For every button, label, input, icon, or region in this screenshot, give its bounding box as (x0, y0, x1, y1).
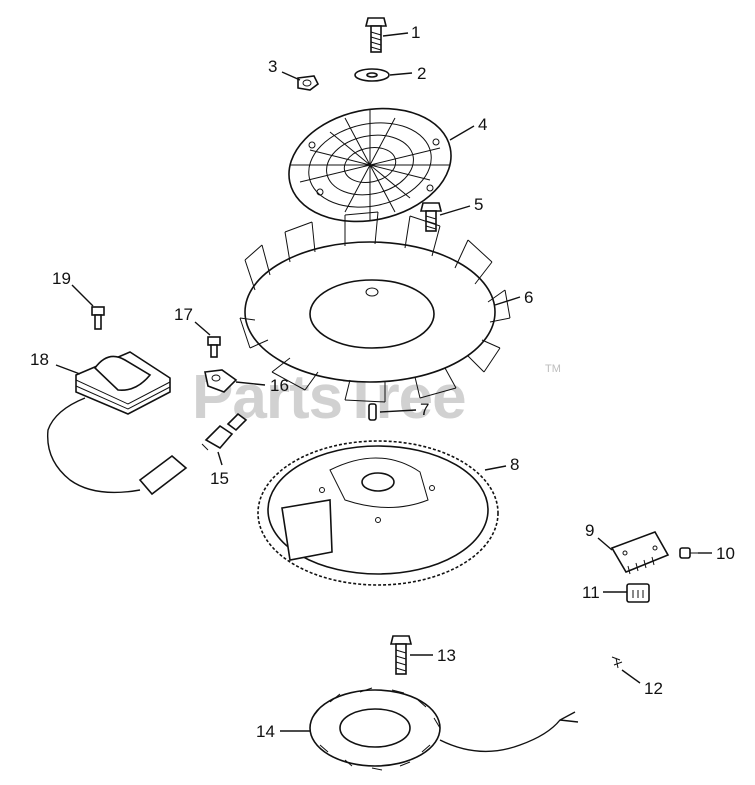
callout-11[interactable]: 11 (582, 583, 600, 602)
callout-8[interactable]: 8 (510, 455, 519, 474)
callout-19[interactable]: 19 (52, 269, 71, 288)
callout-7[interactable]: 7 (420, 400, 429, 419)
callout-13[interactable]: 13 (437, 646, 456, 665)
callout-14[interactable]: 14 (256, 722, 275, 741)
part-1-bolt[interactable] (364, 17, 388, 53)
part-7-key[interactable] (368, 403, 377, 421)
part-5-bolt[interactable] (419, 202, 443, 232)
part-9-module[interactable] (610, 531, 670, 575)
callout-15[interactable]: 15 (210, 469, 229, 488)
callout-labels: 1 2 3 4 5 6 7 8 9 10 11 12 13 14 15 16 1… (30, 23, 735, 741)
callout-2[interactable]: 2 (417, 64, 426, 83)
part-17-screw[interactable] (207, 336, 221, 358)
callout-17[interactable]: 17 (174, 305, 193, 324)
callout-1[interactable]: 1 (411, 23, 420, 42)
callout-3[interactable]: 3 (268, 57, 277, 76)
callout-5[interactable]: 5 (474, 195, 483, 214)
callout-10[interactable]: 10 (716, 544, 735, 563)
callout-12[interactable]: 12 (644, 679, 663, 698)
callout-18[interactable]: 18 (30, 350, 49, 369)
part-13-bolt[interactable] (389, 635, 413, 675)
callout-6[interactable]: 6 (524, 288, 533, 307)
callout-4[interactable]: 4 (478, 115, 487, 134)
part-11-connector[interactable] (626, 583, 650, 603)
part-16-clip[interactable] (204, 369, 238, 393)
part-12-spot[interactable] (611, 656, 623, 669)
callout-9[interactable]: 9 (585, 521, 594, 540)
part-10-screw[interactable] (679, 547, 698, 559)
part-8-flywheel[interactable] (257, 440, 499, 586)
part-4-screen[interactable] (278, 94, 461, 236)
part-6-fan[interactable] (239, 211, 511, 403)
part-15-spark-plug[interactable] (201, 412, 248, 451)
part-2-washer[interactable] (354, 68, 390, 82)
part-19-screw[interactable] (91, 306, 105, 330)
part-18-ignition-coil[interactable] (46, 351, 188, 496)
watermark-trademark: TM (545, 363, 561, 375)
leader-lines (55, 32, 712, 732)
callout-16[interactable]: 16 (270, 376, 289, 395)
part-3-nut[interactable] (297, 75, 320, 91)
part-14-stator[interactable] (309, 687, 579, 771)
